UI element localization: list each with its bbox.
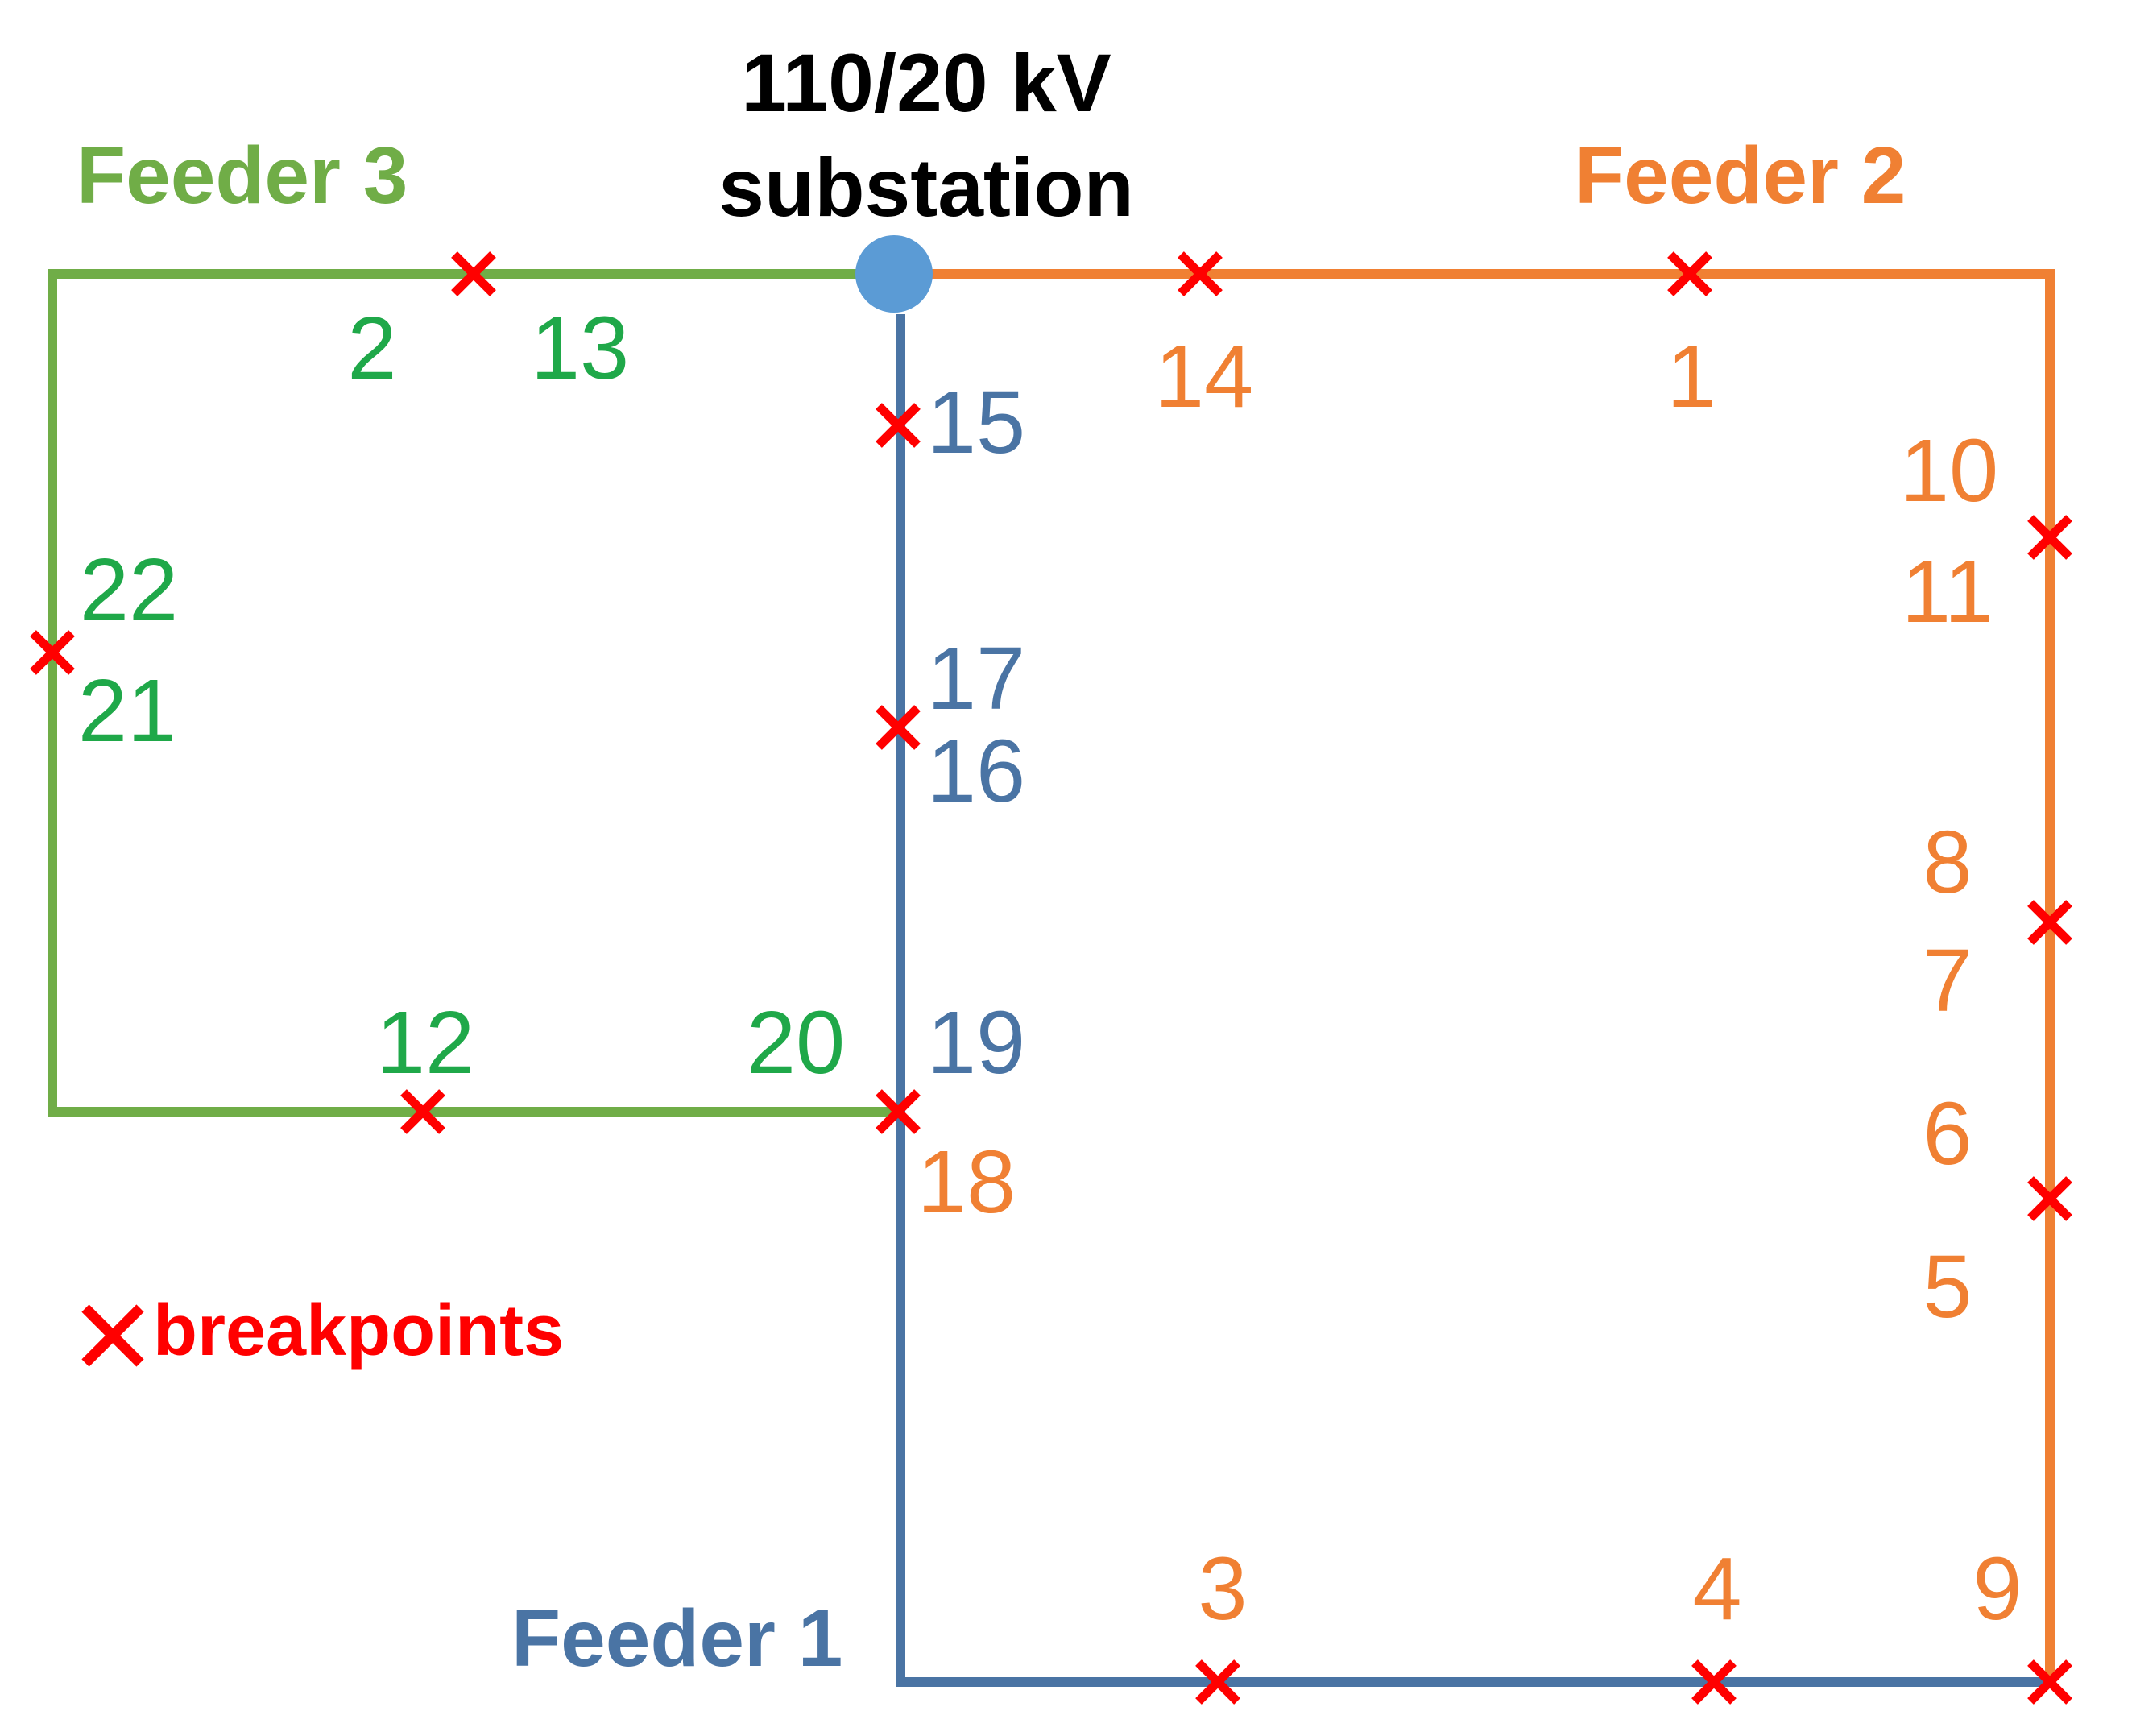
breakpoint-20-19-18 [876, 1089, 921, 1134]
breakpoint-15 [876, 403, 921, 448]
breakpoint-markers [30, 251, 2072, 1705]
feeder-2-label: Feeder 2 [1575, 131, 1906, 221]
node-number-18: 18 [917, 1133, 1016, 1232]
node-number-11: 11 [1902, 542, 1993, 641]
node-number-10: 10 [1900, 421, 1998, 520]
feeder-3-label: Feeder 3 [77, 131, 408, 221]
breakpoint-6-5 [2027, 1176, 2072, 1221]
node-number-15: 15 [927, 373, 1025, 472]
feeder-1-label: Feeder 1 [511, 1593, 842, 1684]
node-number-19: 19 [927, 993, 1025, 1092]
node-number-14: 14 [1155, 327, 1253, 426]
node-number-1: 1 [1666, 327, 1716, 426]
node-number-9: 9 [1972, 1539, 2022, 1639]
node-number-13: 13 [531, 299, 629, 398]
breakpoint-14 [1178, 251, 1223, 296]
node-number-12: 12 [376, 993, 474, 1092]
node-number-22: 22 [80, 541, 178, 640]
legend-label: breakpoints [153, 1291, 564, 1371]
node-number-2: 2 [347, 299, 396, 398]
node-number-20: 20 [747, 993, 845, 1092]
substation-node [855, 235, 933, 313]
breakpoint-12 [400, 1089, 445, 1134]
node-number-6: 6 [1923, 1084, 1972, 1183]
node-number-8: 8 [1923, 813, 1972, 912]
node-number-16: 16 [927, 722, 1025, 821]
breakpoint-8-7 [2027, 900, 2072, 945]
legend: breakpoints [81, 1291, 564, 1371]
node-number-3: 3 [1198, 1539, 1247, 1639]
node-number-5: 5 [1923, 1237, 1972, 1336]
breakpoint-4 [1691, 1659, 1737, 1705]
substation-title-line1: 110/20 kV [741, 37, 1111, 129]
red-x-icon [81, 1304, 144, 1367]
feeder-3-line [48, 269, 894, 1117]
breakpoint-9 [2027, 1659, 2072, 1705]
node-number-4: 4 [1692, 1539, 1741, 1639]
breakpoint-17-16 [876, 705, 921, 750]
feeder-2-line [894, 269, 2055, 1682]
node-number-21: 21 [78, 661, 176, 760]
node-number-17: 17 [927, 629, 1025, 728]
substation-title-line2: substation [718, 142, 1134, 234]
breakpoint-10-11 [2027, 515, 2072, 560]
breakpoint-1 [1667, 251, 1712, 296]
breakpoint-2-13 [451, 251, 496, 296]
feeder-1-line [896, 314, 2050, 1687]
node-number-7: 7 [1923, 931, 1972, 1030]
breakpoint-22-21 [30, 630, 75, 675]
breakpoint-3 [1195, 1659, 1240, 1705]
